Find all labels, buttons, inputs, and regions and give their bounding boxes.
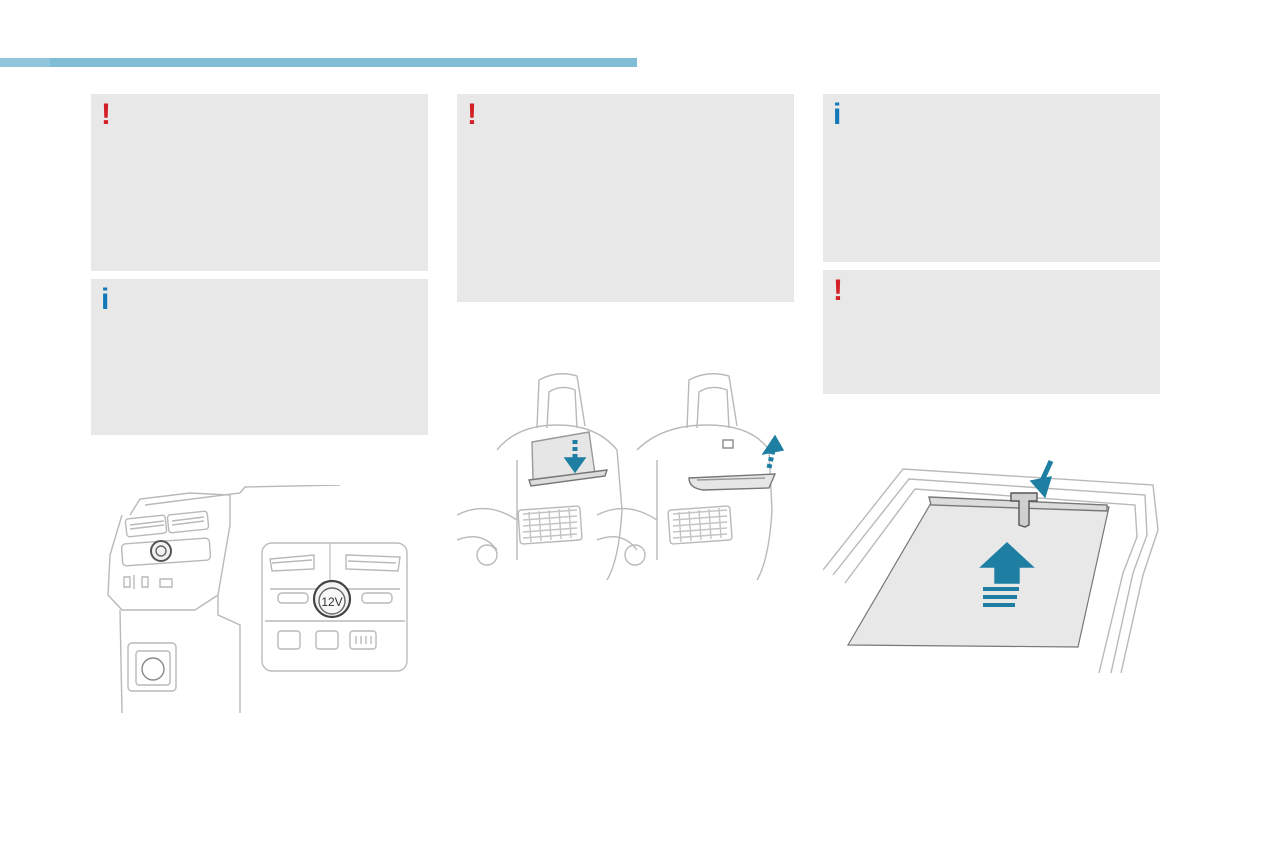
warning-note-1: !	[91, 94, 428, 271]
rear-console-illustration: 12V	[100, 485, 410, 715]
socket-label: 12V	[321, 595, 342, 609]
warning-icon: !	[467, 98, 477, 131]
info-note-1: i	[91, 279, 428, 435]
warning-note-3: !	[823, 270, 1160, 394]
info-icon: i	[101, 283, 110, 316]
info-note-2: i	[823, 94, 1160, 262]
header-accent-lead	[0, 58, 50, 67]
warning-note-2: !	[457, 94, 794, 302]
seatback-table-illustration	[457, 370, 797, 585]
warning-icon: !	[833, 274, 843, 307]
info-icon: i	[833, 98, 842, 131]
header-accent-bar	[0, 58, 637, 67]
warning-icon: !	[101, 98, 111, 131]
luggage-cover-illustration	[823, 455, 1163, 677]
